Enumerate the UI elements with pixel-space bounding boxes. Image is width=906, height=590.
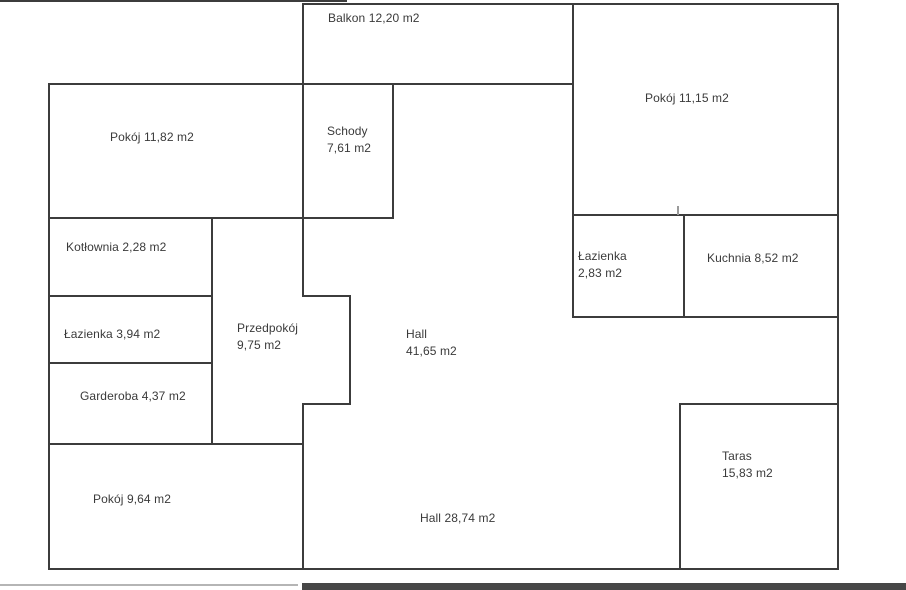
wall-segment-v-6: [572, 3, 574, 318]
wall-segment-v-5: [392, 83, 394, 219]
ground-bar-left: [0, 584, 298, 586]
room-label-line: Kuchnia 8,52 m2: [707, 251, 799, 265]
wall-segment-v-0: [48, 83, 50, 570]
wall-segment-h-9: [302, 403, 351, 405]
room-label-line: 9,75 m2: [237, 338, 282, 352]
room-label-taras: Taras 15,83 m2: [722, 448, 773, 482]
room-label-line: Balkon 12,20 m2: [328, 11, 420, 25]
room-label-hall-4165: Hall 41,65 m2: [406, 326, 457, 360]
wall-segment-h-10: [680, 403, 839, 405]
room-label-pokoj-1115: Pokój 11,15 m2: [645, 90, 729, 107]
wall-segment-h-12: [48, 568, 839, 570]
wall-segment-v-2: [302, 3, 304, 297]
wall-segment-v-1: [211, 217, 213, 445]
room-label-hall-2874: Hall 28,74 m2: [420, 510, 495, 527]
room-label-line: Pokój 11,82 m2: [110, 130, 194, 144]
wall-segment-h-6: [302, 295, 351, 297]
wall-segment-h-11: [48, 443, 303, 445]
room-label-line: Łazienka 3,94 m2: [64, 327, 161, 341]
wall-segment-h-8: [48, 362, 212, 364]
wall-segment-v-3: [302, 403, 304, 570]
room-label-line: Hall: [406, 327, 428, 341]
room-label-kotlownia: Kotłownia 2,28 m2: [66, 239, 166, 256]
room-label-lazienka-394: Łazienka 3,94 m2: [64, 326, 160, 343]
room-label-balkon: Balkon 12,20 m2: [328, 10, 420, 27]
wall-segment-v-4: [349, 295, 351, 405]
room-label-line: Łazienka: [578, 249, 627, 263]
room-label-garderoba: Garderoba 4,37 m2: [80, 388, 186, 405]
wall-segment-v-7: [683, 214, 685, 318]
wall-segment-h-4: [48, 217, 394, 219]
room-label-lazienka-283: Łazienka 2,83 m2: [578, 248, 627, 282]
wall-segment-h-7: [573, 316, 839, 318]
room-label-schody: Schody 7,61 m2: [327, 123, 371, 157]
room-label-line: Taras: [722, 449, 752, 463]
wall-segment-h-2: [48, 83, 574, 85]
wall-segment-h-0: [0, 0, 347, 2]
wall-segment-h-3: [573, 214, 839, 216]
wall-stub: [677, 206, 679, 215]
room-label-line: Pokój 11,15 m2: [645, 91, 729, 105]
room-label-line: 15,83 m2: [722, 466, 773, 480]
room-label-line: Kotłownia 2,28 m2: [66, 240, 167, 254]
wall-segment-h-5: [48, 295, 212, 297]
room-label-line: Garderoba 4,37 m2: [80, 389, 186, 403]
room-label-line: 41,65 m2: [406, 344, 457, 358]
room-label-pokoj-1182: Pokój 11,82 m2: [110, 129, 194, 146]
room-label-line: Przedpokój: [237, 321, 299, 335]
ground-bar-right: [302, 583, 906, 590]
room-label-line: 2,83 m2: [578, 266, 623, 280]
room-label-line: Schody: [327, 124, 368, 138]
room-label-przedpokoj: Przedpokój 9,75 m2: [237, 320, 298, 354]
room-label-kuchnia: Kuchnia 8,52 m2: [707, 250, 799, 267]
room-label-line: Hall 28,74 m2: [420, 511, 496, 525]
room-label-pokoj-964: Pokój 9,64 m2: [93, 491, 171, 508]
wall-segment-v-9: [837, 3, 839, 570]
wall-segment-v-8: [679, 403, 681, 570]
room-label-line: Pokój 9,64 m2: [93, 492, 172, 506]
room-label-line: 7,61 m2: [327, 141, 372, 155]
wall-segment-h-1: [302, 3, 839, 5]
